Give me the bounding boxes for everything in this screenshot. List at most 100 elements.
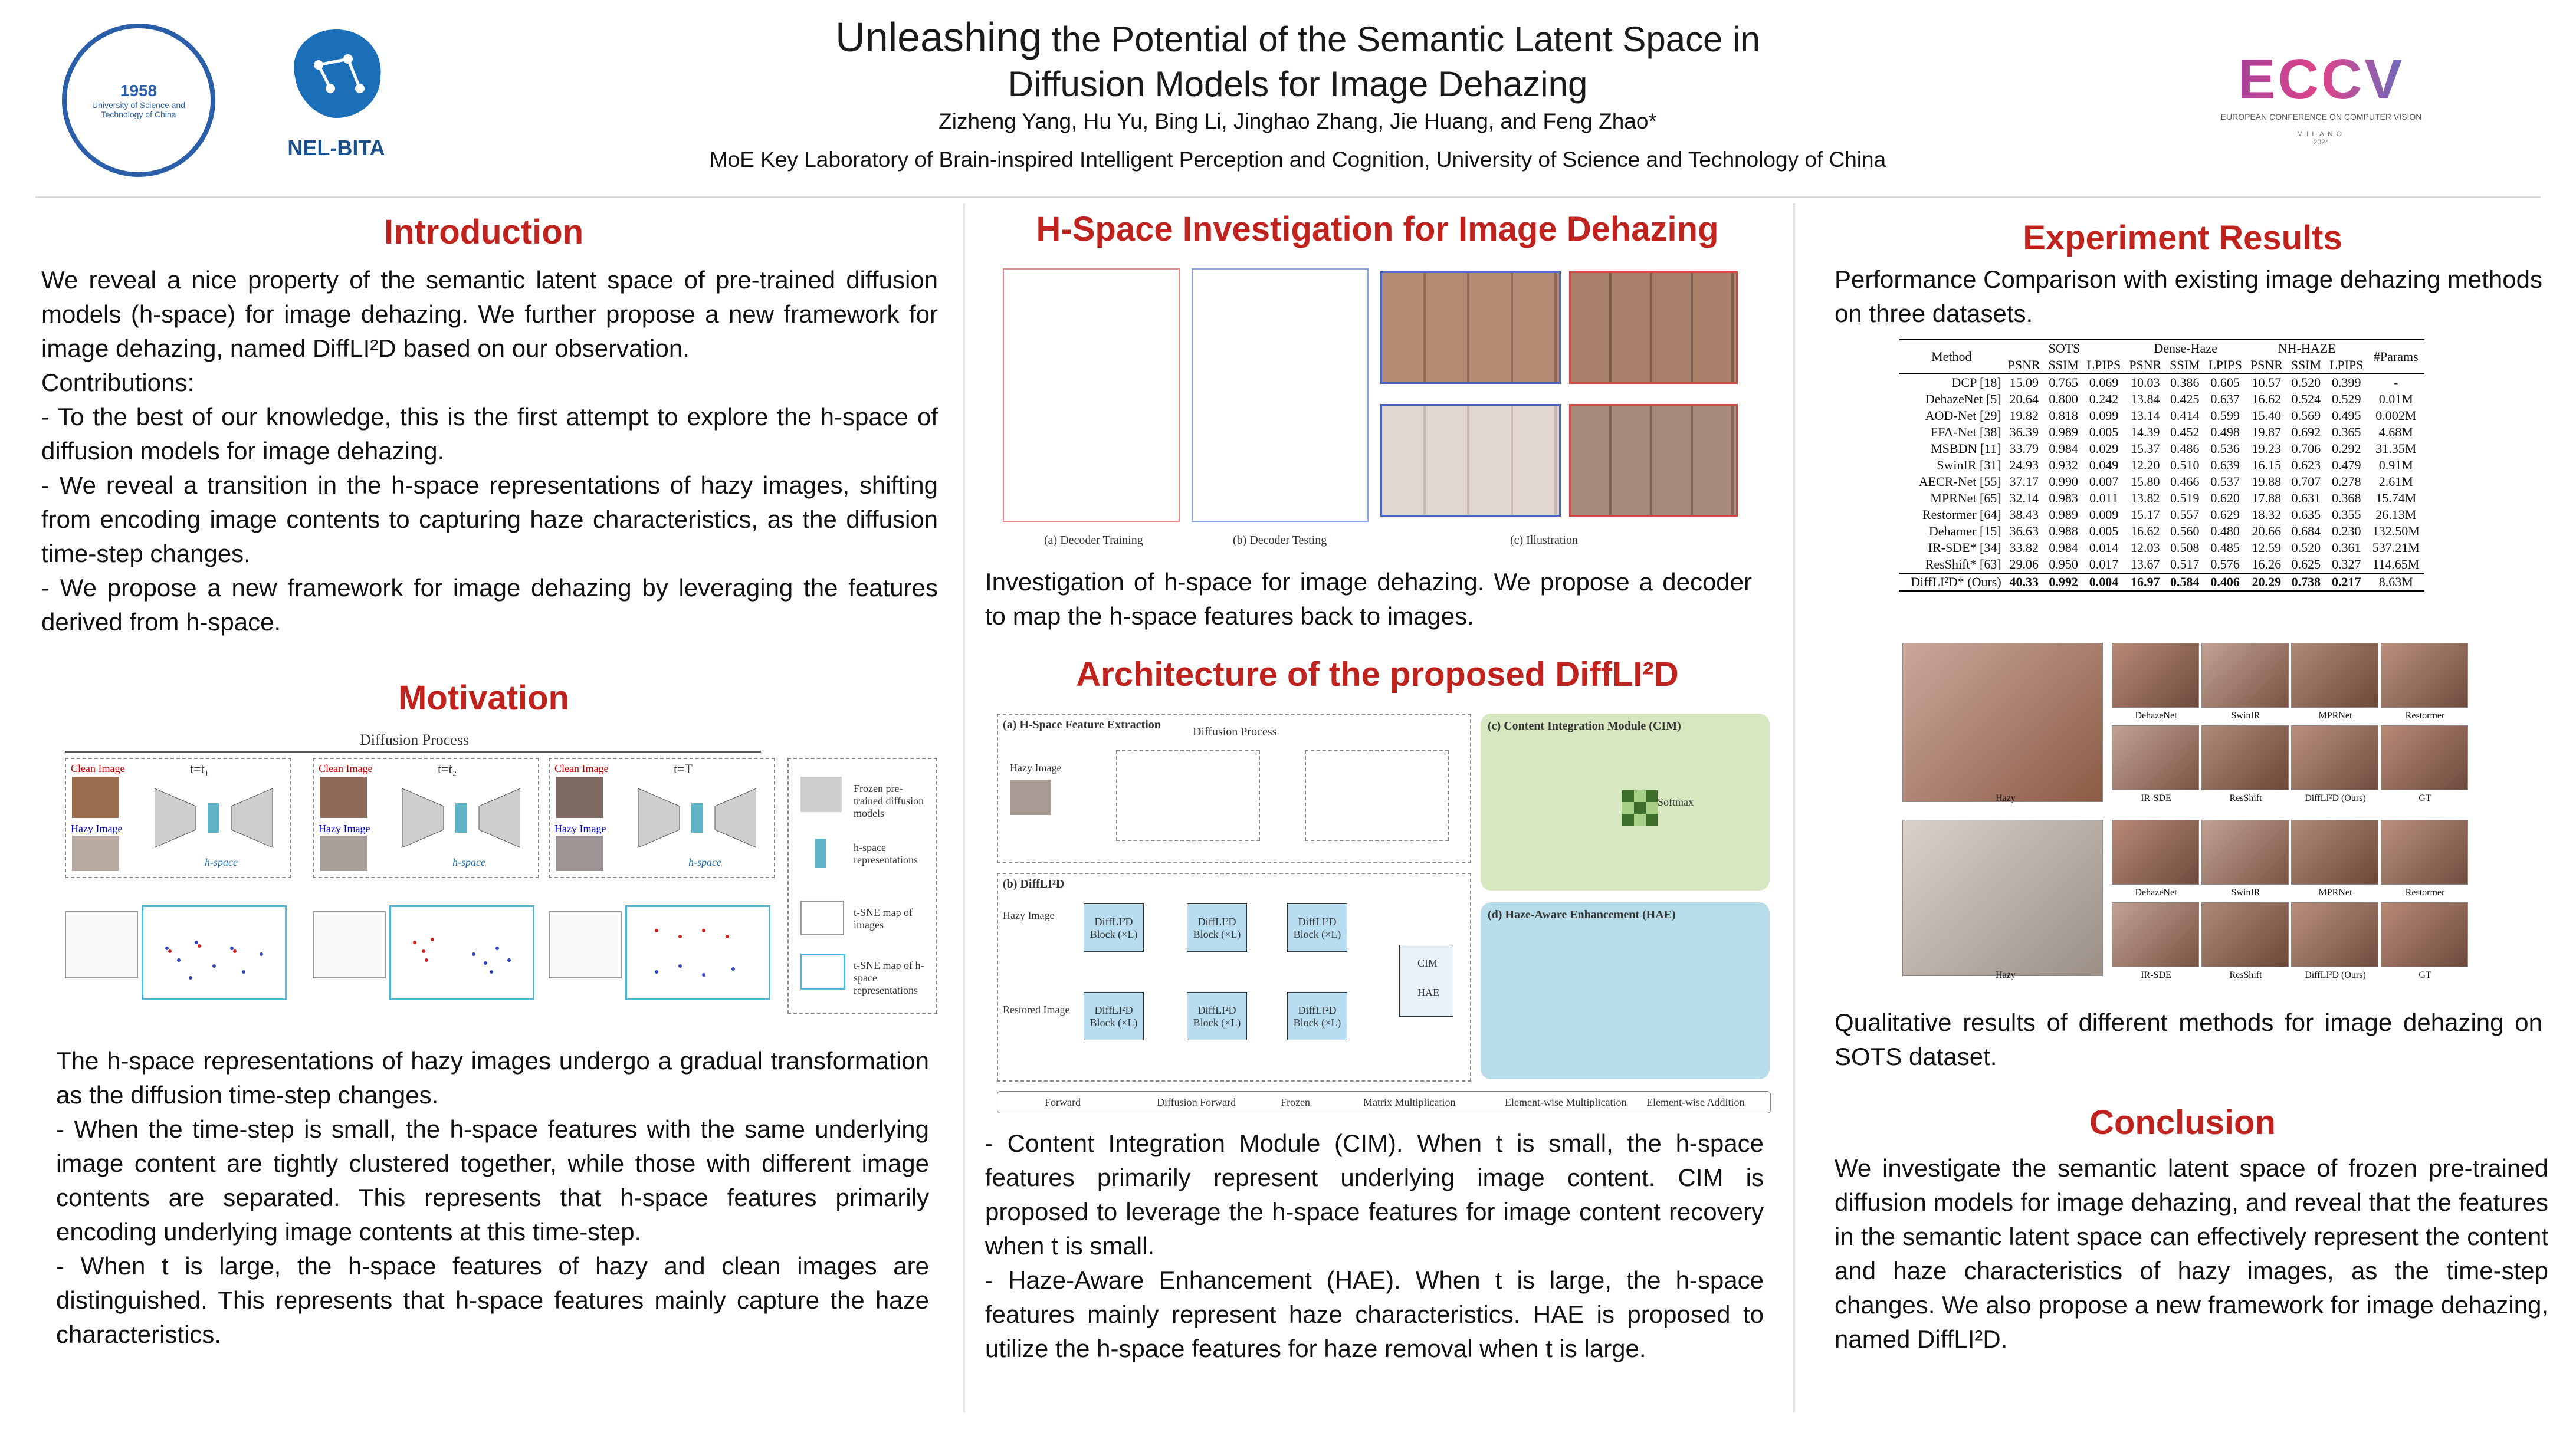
brain-circuit-icon — [294, 29, 381, 118]
ustc-logo-year: 1958 — [120, 81, 157, 100]
motivation-title: Motivation — [398, 679, 569, 717]
table-cell-params: 2.61M — [2378, 474, 2413, 489]
table-cell-value: 0.355 — [2331, 507, 2361, 522]
stage-1-hazy-img — [72, 836, 119, 871]
table-cell-value: 0.706 — [2291, 441, 2321, 456]
stage-1-tsne-hspace — [142, 905, 287, 1000]
arch-block-2: DiffLI²D Block (×L) — [1187, 903, 1247, 952]
table-cell-value: 0.005 — [2089, 425, 2119, 439]
table-cell-value: 13.82 — [2131, 491, 2160, 505]
arch-panel-hae-label: (d) Haze-Aware Enhancement (HAE) — [1488, 908, 1676, 921]
nel-bita-name: NEL-BITA — [287, 136, 385, 160]
arch-panel-a-label: (a) H-Space Feature Extraction — [1003, 718, 1161, 731]
table-cell-value: 33.79 — [2009, 441, 2039, 456]
th-params: #Params — [2373, 349, 2419, 364]
table-cell-value: 29.06 — [2009, 557, 2039, 571]
table-cell-method: AOD-Net [29] — [1925, 408, 2001, 423]
table-cell-value: 0.989 — [2049, 507, 2078, 522]
qual-2-hazy-large — [1902, 820, 2103, 976]
qual-thumb — [2112, 643, 2199, 708]
results-table-wrap: Method SOTS Dense-Haze NH-HAZE #Params P… — [1899, 339, 2424, 592]
table-cell-value: 0.005 — [2089, 524, 2119, 538]
arch-legend-frozen: Frozen — [1281, 1096, 1310, 1108]
qual-thumb — [2381, 820, 2468, 885]
th-metric: SSIM — [2048, 357, 2079, 372]
table-cell-params: 26.13M — [2375, 507, 2417, 522]
arch-body: - Content Integration Module (CIM). When… — [985, 1126, 1764, 1366]
table-cell-value: 0.014 — [2089, 540, 2119, 555]
table-cell-value: 0.029 — [2089, 441, 2119, 456]
stage-1-clean-img — [72, 777, 119, 818]
arch-hazy-a: Hazy Image — [1010, 762, 1062, 774]
table-cell-value: 17.88 — [2252, 491, 2282, 505]
arch-unet-2 — [1305, 750, 1449, 841]
arch-diffusion-label: Diffusion Process — [1193, 725, 1277, 738]
qual-thumb — [2381, 643, 2468, 708]
table-cell-value: 13.14 — [2131, 408, 2160, 423]
stage-2-hazy-img — [320, 836, 367, 871]
affiliation: MoE Key Laboratory of Brain-inspired Int… — [709, 147, 1886, 172]
arch-legend-forward: Forward — [1045, 1096, 1081, 1108]
table-cell-value: 0.765 — [2049, 375, 2078, 390]
th-metric: SSIM — [2290, 357, 2322, 372]
table-cell-value: 36.63 — [2009, 524, 2039, 538]
legend-hspace-swatch — [815, 839, 826, 868]
hspace-body: Investigation of h-space for image dehaz… — [985, 568, 1752, 630]
table-cell-value: 0.242 — [2089, 392, 2119, 406]
table-cell-value: 32.14 — [2009, 491, 2039, 505]
qual-caption: DiffLI²D (Ours) — [2305, 793, 2366, 803]
qual-caption: SwinIR — [2231, 711, 2260, 721]
table-cell-value: 0.576 — [2210, 557, 2240, 571]
illustration-grid-2 — [1569, 271, 1738, 384]
legend-tsne-h-swatch — [800, 954, 845, 990]
decoder-training-panel — [1003, 268, 1180, 522]
stage-3-tsne-hspace — [625, 905, 770, 1000]
table-cell-value: 15.37 — [2131, 441, 2160, 456]
table-cell-params: 132.50M — [2372, 524, 2420, 538]
table-cell-value: 0.017 — [2089, 557, 2119, 571]
table-cell-value: 0.818 — [2049, 408, 2078, 423]
table-cell-value: 0.479 — [2331, 458, 2361, 472]
table-cell-value: 38.43 — [2009, 507, 2039, 522]
column-divider-1 — [963, 203, 965, 1412]
arch-hazy-b: Hazy Image — [1003, 909, 1055, 921]
th-group-nh: NH-HAZE — [2278, 341, 2336, 356]
table-cell-value: 36.39 — [2009, 425, 2039, 439]
th-group-sots: SOTS — [2048, 341, 2081, 356]
table-cell-method: MPRNet [65] — [1930, 491, 2001, 505]
title-line-1: the Potential of the Semantic Latent Spa… — [1042, 19, 1760, 59]
arch-restored: Restored Image — [1003, 1004, 1070, 1016]
qual-thumb — [2381, 902, 2468, 967]
stage-3-clean-img — [556, 777, 603, 818]
table-cell-value: 0.069 — [2089, 375, 2119, 390]
arch-block-4: DiffLI²D Block (×L) — [1084, 992, 1144, 1040]
table-cell-value: 20.66 — [2252, 524, 2282, 538]
table-cell-value: 0.988 — [2049, 524, 2078, 538]
eccv-logo-name: ECCV — [2194, 47, 2448, 112]
table-cell-value: 0.537 — [2210, 474, 2240, 489]
qual-caption: MPRNet — [2318, 711, 2352, 721]
table-cell-method: DiffLI²D* (Ours) — [1911, 574, 2001, 589]
table-cell-value: 0.520 — [2291, 375, 2321, 390]
stage-2-hazy-label: Hazy Image — [319, 823, 370, 834]
arch-legend-elemadd: Element-wise Addition — [1646, 1096, 1745, 1108]
qual-thumb — [2201, 725, 2289, 790]
table-cell-value: 0.519 — [2170, 491, 2200, 505]
stage-2-hspace: h-space — [452, 856, 485, 868]
arch-panel-b: (b) DiffLI²D Hazy Image Restored Image D… — [997, 873, 1471, 1082]
arch-block-4-label: DiffLI²D Block (×L) — [1090, 1004, 1138, 1029]
intro-contribution-2: - We reveal a transition in the h-space … — [41, 471, 938, 567]
table-cell-value: 0.466 — [2170, 474, 2200, 489]
qual-thumb — [2112, 902, 2199, 967]
qual-caption: SwinIR — [2231, 888, 2260, 898]
intro-title: Introduction — [383, 213, 584, 251]
qual-1-hazy-large — [1902, 643, 2103, 802]
table-cell-value: 0.425 — [2170, 392, 2200, 406]
table-cell-value: 0.361 — [2331, 540, 2361, 555]
table-cell-method: Dehamer [15] — [1928, 524, 2001, 538]
table-cell-method: AECR-Net [55] — [1918, 474, 2001, 489]
table-cell-value: 16.62 — [2131, 524, 2160, 538]
legend-tsne-img: t-SNE map of images — [854, 906, 913, 931]
qual-thumb — [2201, 820, 2289, 885]
table-cell-method: Restormer [64] — [1922, 507, 2001, 522]
